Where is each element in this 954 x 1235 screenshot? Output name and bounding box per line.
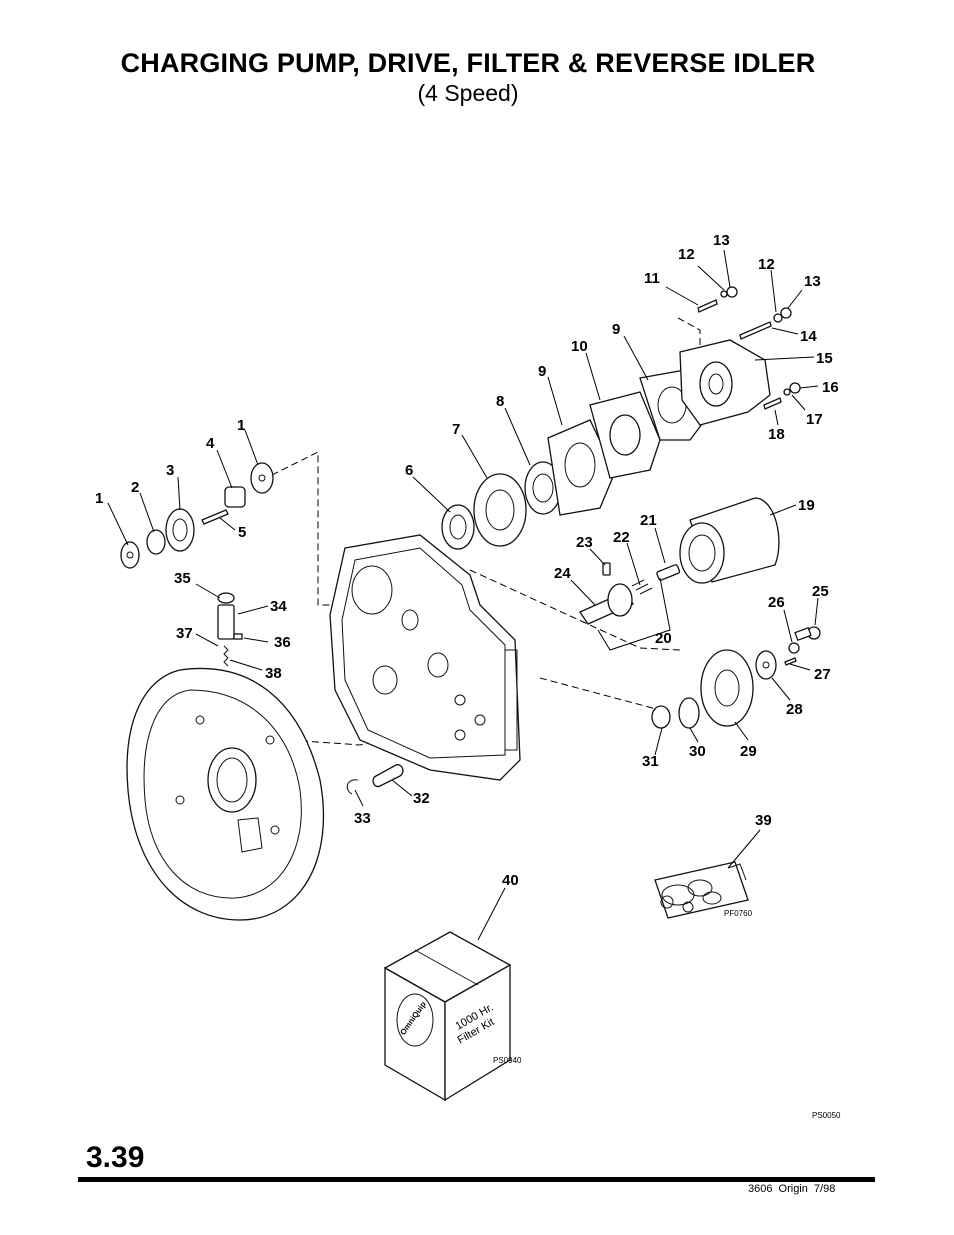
callout-12b: 12 <box>758 256 775 273</box>
pins-group <box>346 764 404 795</box>
callout-32: 32 <box>413 790 430 807</box>
callout-33: 33 <box>354 810 371 827</box>
callout-28: 28 <box>786 701 803 718</box>
callout-34: 34 <box>270 598 287 615</box>
seal-kit-bag <box>654 861 749 919</box>
callout-24: 24 <box>554 565 571 582</box>
callout-12a: 12 <box>678 246 695 263</box>
callout-5: 5 <box>238 524 246 541</box>
page-number: 3.39 <box>86 1141 145 1174</box>
callout-1a: 1 <box>95 490 103 507</box>
callout-27: 27 <box>814 666 831 683</box>
filter-kit-figure-code: PS0940 <box>493 1056 522 1065</box>
idler-parts-group <box>651 626 821 729</box>
callout-13a: 13 <box>713 232 730 249</box>
left-parts-group <box>120 462 274 667</box>
callout-30: 30 <box>689 743 706 760</box>
transmission-housing <box>329 534 521 781</box>
filter-parts-group <box>579 497 780 625</box>
page-subtitle: (4 Speed) <box>417 80 519 106</box>
footer-rule <box>78 1177 875 1182</box>
callout-11: 11 <box>644 270 660 287</box>
drive-parts-group <box>441 286 801 550</box>
callout-numbers: 1 1 2 3 4 5 6 7 8 9 9 10 11 12 12 13 13 … <box>95 232 839 889</box>
callout-6: 6 <box>405 462 413 479</box>
page-title: CHARGING PUMP, DRIVE, FILTER & REVERSE I… <box>120 48 816 78</box>
callout-22: 22 <box>613 529 630 546</box>
footer-doc-ref: 3606 Origin 7/98 <box>748 1183 836 1195</box>
callout-1b: 1 <box>237 417 245 434</box>
callout-36: 36 <box>274 634 291 651</box>
callout-7: 7 <box>452 421 460 438</box>
figure-code: PS0050 <box>812 1111 841 1120</box>
callout-38: 38 <box>265 665 282 682</box>
callout-35: 35 <box>174 570 191 587</box>
callout-9b: 9 <box>612 321 620 338</box>
seal-kit-figure-code: PF0760 <box>724 909 753 918</box>
callout-25: 25 <box>812 583 829 600</box>
filter-kit-box: OmniQuip 1000 Hr. Filter Kit <box>383 931 512 1102</box>
callout-21: 21 <box>640 512 657 529</box>
callout-17: 17 <box>806 411 823 428</box>
callout-13b: 13 <box>804 273 821 290</box>
callout-37: 37 <box>176 625 193 642</box>
callout-26: 26 <box>768 594 785 611</box>
callout-4: 4 <box>206 435 215 452</box>
callout-10: 10 <box>571 338 588 355</box>
callout-19: 19 <box>798 497 815 514</box>
flywheel-housing <box>126 667 325 921</box>
callout-8: 8 <box>496 393 504 410</box>
callout-2: 2 <box>131 479 139 496</box>
leader-lines <box>107 249 819 941</box>
callout-31: 31 <box>642 753 659 770</box>
callout-39: 39 <box>755 812 772 829</box>
callout-16: 16 <box>822 379 839 396</box>
callout-14: 14 <box>800 328 817 345</box>
callout-20: 20 <box>655 630 672 647</box>
callout-9a: 9 <box>538 363 546 380</box>
callout-3: 3 <box>166 462 174 479</box>
callout-40: 40 <box>502 872 519 889</box>
callout-29: 29 <box>740 743 757 760</box>
callout-15: 15 <box>816 350 833 367</box>
callout-18: 18 <box>768 426 785 443</box>
callout-23: 23 <box>576 534 593 551</box>
